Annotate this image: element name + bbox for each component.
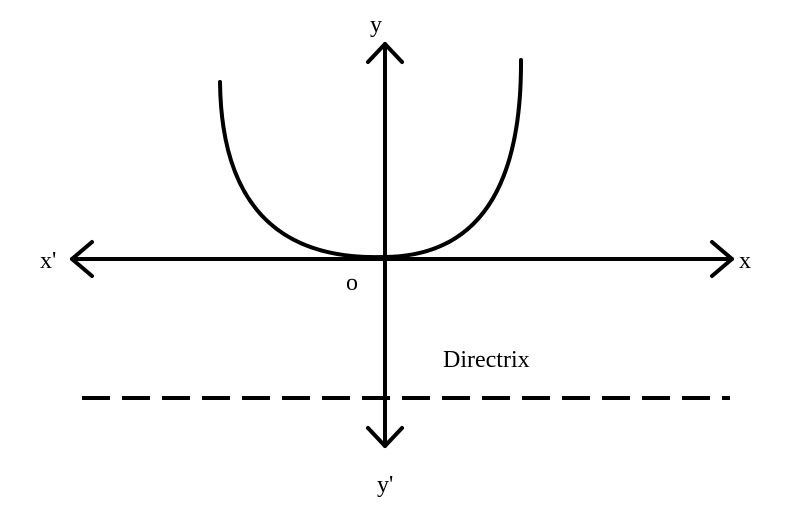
y-negative-label: y': [377, 472, 393, 498]
x-negative-label: x': [40, 248, 56, 274]
y-axis-bottom-arrowhead: [366, 426, 404, 448]
y-axis: [366, 42, 404, 448]
parabola-curve: [218, 58, 524, 260]
x-axis-right-arrowhead: [710, 240, 734, 278]
y-positive-label: y: [370, 12, 382, 38]
x-positive-label: x: [739, 248, 751, 274]
origin-label: o: [346, 270, 358, 296]
x-axis: [70, 240, 734, 278]
x-axis-left-arrowhead: [70, 240, 94, 278]
directrix-label: Directrix: [443, 347, 530, 373]
y-axis-top-arrowhead: [366, 42, 404, 64]
